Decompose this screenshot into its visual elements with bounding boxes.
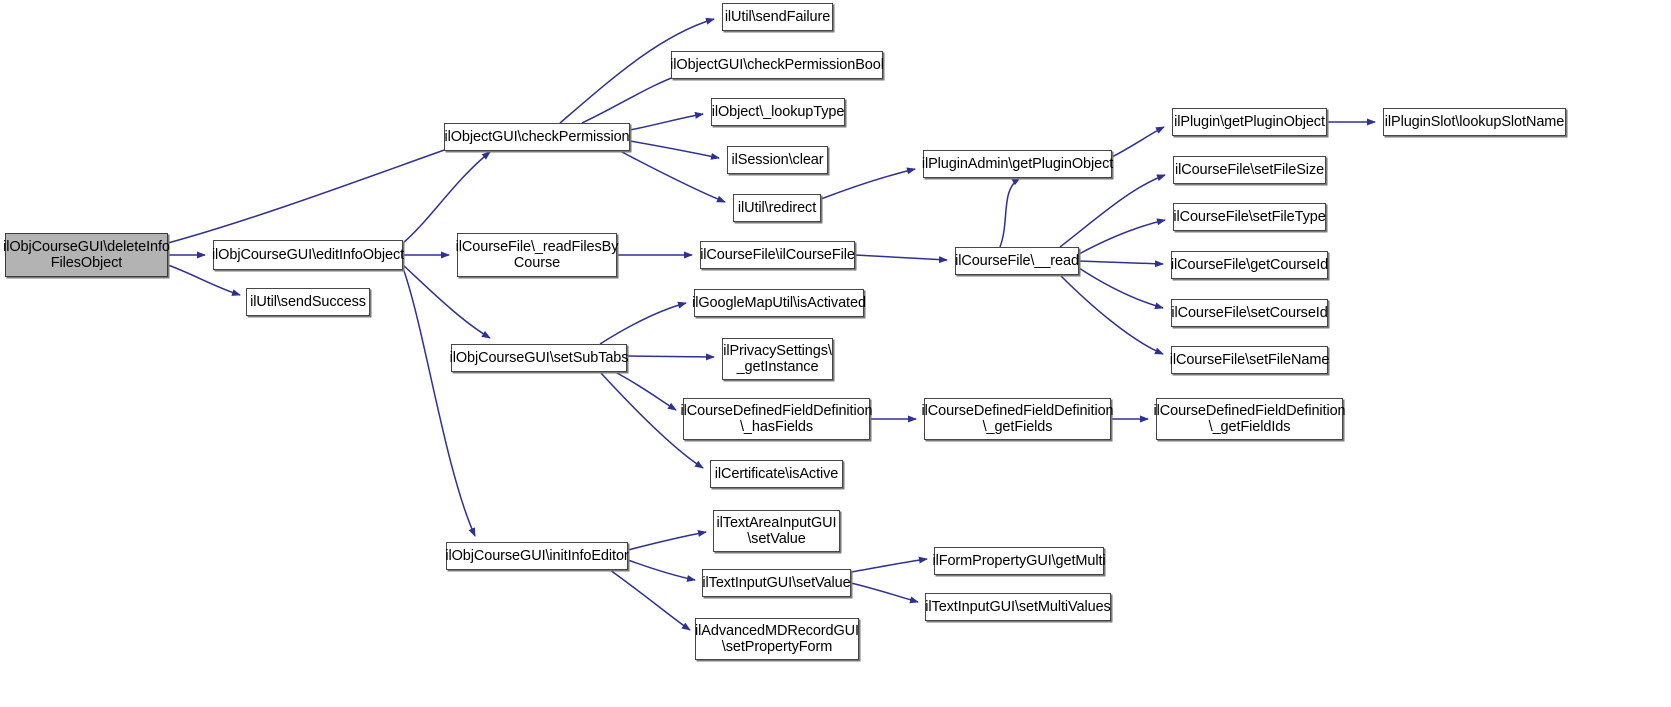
call-edge bbox=[599, 301, 687, 345]
graph-node-label: ilGoogleMapUtil\isActivated bbox=[692, 294, 866, 311]
graph-node-label: ilUtil\redirect bbox=[737, 199, 817, 216]
graph-node-label: ilCourseDefinedFieldDefinition \_hasFiel… bbox=[680, 402, 873, 435]
graph-node-label: ilPluginSlot\lookupSlotName bbox=[1384, 113, 1565, 130]
graph-node-label: ilSession\clear bbox=[731, 151, 824, 168]
call-edge bbox=[1059, 174, 1166, 248]
graph-node[interactable]: ilCourseFile\setFileSize bbox=[1173, 156, 1326, 184]
graph-node-label: ilObjCourseGUI\setSubTabs bbox=[449, 349, 629, 366]
graph-node[interactable]: ilObjectGUI\checkPermissionBool bbox=[670, 51, 884, 79]
graph-node[interactable]: ilUtil\sendFailure bbox=[722, 3, 833, 31]
graph-node-label: ilCourseFile\ilCourseFile bbox=[700, 246, 855, 263]
graph-node-label: ilCourseFile\setFileName bbox=[1169, 351, 1330, 368]
graph-node-label: ilTextAreaInputGUI \setValue bbox=[716, 514, 837, 547]
graph-node-label: ilObjectGUI\checkPermission bbox=[444, 128, 630, 145]
call-edge bbox=[1111, 126, 1165, 158]
graph-node-label: ilCourseFile\_readFilesBy Course bbox=[455, 238, 619, 271]
graph-node-label: ilUtil\sendFailure bbox=[724, 8, 831, 25]
graph-node[interactable]: ilCourseDefinedFieldDefinition \_getFiel… bbox=[921, 398, 1114, 440]
graph-node-label: ilUtil\sendSuccess bbox=[250, 293, 366, 310]
call-edge bbox=[629, 140, 720, 160]
graph-node[interactable]: ilAdvancedMDRecordGUI \setPropertyForm bbox=[695, 618, 859, 660]
call-edge bbox=[1078, 267, 1164, 310]
graph-node[interactable]: ilSession\clear bbox=[727, 146, 828, 174]
graph-node-label: ilCourseFile\getCourseId bbox=[1170, 256, 1329, 273]
call-edge bbox=[627, 530, 707, 551]
graph-node-label: ilFormPropertyGUI\getMulti bbox=[932, 552, 1106, 569]
graph-node-label: ilCertificate\isActive bbox=[714, 465, 839, 482]
graph-node[interactable]: ilCourseFile\setCourseId bbox=[1171, 299, 1328, 327]
graph-node-label: ilObjCourseGUI\deleteInfo FilesObject bbox=[3, 238, 170, 271]
graph-node[interactable]: ilCertificate\isActive bbox=[710, 460, 843, 488]
graph-node-label: ilCourseFile\__read bbox=[955, 252, 1079, 269]
call-edge bbox=[627, 559, 696, 582]
graph-node[interactable]: ilCourseFile\setFileType bbox=[1173, 203, 1326, 231]
graph-node[interactable]: ilTextAreaInputGUI \setValue bbox=[713, 510, 840, 552]
graph-node[interactable]: ilCourseFile\getCourseId bbox=[1171, 251, 1328, 279]
graph-node-label: ilPluginAdmin\getPluginObject bbox=[921, 155, 1114, 172]
graph-node[interactable]: ilCourseFile\_readFilesBy Course bbox=[456, 233, 618, 277]
graph-node[interactable]: ilCourseFile\__read bbox=[955, 247, 1079, 275]
graph-node-label: ilAdvancedMDRecordGUI \setPropertyForm bbox=[695, 622, 859, 655]
graph-node-label: ilCourseFile\setFileSize bbox=[1174, 161, 1325, 178]
graph-node[interactable]: ilPluginAdmin\getPluginObject bbox=[922, 150, 1113, 178]
call-edge bbox=[999, 177, 1021, 248]
graph-node-root[interactable]: ilObjCourseGUI\deleteInfo FilesObject bbox=[3, 233, 170, 277]
graph-node-label: ilPlugin\getPluginObject bbox=[1174, 113, 1325, 130]
graph-node[interactable]: ilCourseDefinedFieldDefinition \_hasFiel… bbox=[680, 398, 873, 440]
call-edge bbox=[629, 111, 704, 131]
call-edge bbox=[402, 151, 491, 244]
call-edge bbox=[850, 582, 919, 604]
graph-node[interactable]: ilTextInputGUI\setValue bbox=[702, 569, 851, 597]
call-edge bbox=[854, 254, 948, 264]
graph-node-label: ilObjCourseGUI\initInfoEditor bbox=[445, 547, 629, 564]
graph-node[interactable]: ilPlugin\getPluginObject bbox=[1172, 108, 1327, 136]
call-edge bbox=[1078, 218, 1166, 255]
graph-node[interactable]: ilCourseFile\setFileName bbox=[1170, 346, 1329, 374]
graph-node-label: ilPrivacySettings\ _getInstance bbox=[723, 342, 832, 375]
graph-node[interactable]: ilObject\_lookupType bbox=[711, 98, 845, 126]
graph-node[interactable]: ilFormPropertyGUI\getMulti bbox=[932, 547, 1106, 575]
graph-node-label: ilObject\_lookupType bbox=[711, 103, 845, 120]
graph-node-label: ilObjCourseGUI\editInfoObject bbox=[211, 246, 405, 263]
call-edge bbox=[1078, 260, 1164, 268]
call-edge bbox=[626, 353, 715, 361]
call-edge bbox=[820, 167, 916, 200]
graph-node[interactable]: ilObjCourseGUI\setSubTabs bbox=[450, 344, 629, 372]
call-edge bbox=[609, 569, 691, 631]
graph-node-label: ilCourseFile\setFileType bbox=[1173, 208, 1326, 225]
graph-node-label: ilTextInputGUI\setValue bbox=[702, 574, 851, 591]
graph-node[interactable]: ilCourseFile\ilCourseFile bbox=[700, 241, 855, 269]
call-edge bbox=[619, 150, 726, 203]
graph-node[interactable]: ilPluginSlot\lookupSlotName bbox=[1383, 108, 1566, 136]
call-edge bbox=[402, 267, 476, 537]
graph-node[interactable]: ilCourseDefinedFieldDefinition \_getFiel… bbox=[1153, 398, 1346, 440]
graph-node-label: ilTextInputGUI\setMultiValues bbox=[925, 598, 1111, 615]
graph-node-label: ilObjectGUI\checkPermissionBool bbox=[670, 56, 884, 73]
graph-node[interactable]: ilObjCourseGUI\editInfoObject bbox=[212, 240, 404, 270]
graph-node[interactable]: ilGoogleMapUtil\isActivated bbox=[692, 289, 866, 317]
call-edge bbox=[167, 140, 471, 244]
graph-node[interactable]: ilObjectGUI\checkPermission bbox=[444, 123, 630, 151]
graph-node[interactable]: ilPrivacySettings\ _getInstance bbox=[722, 338, 833, 380]
call-edge bbox=[850, 556, 928, 573]
call-edge bbox=[614, 371, 677, 411]
call-edge bbox=[581, 73, 683, 124]
graph-node[interactable]: ilObjCourseGUI\initInfoEditor bbox=[445, 542, 629, 570]
graph-node[interactable]: ilUtil\sendSuccess bbox=[246, 288, 370, 316]
graph-node-label: ilCourseDefinedFieldDefinition \_getFiel… bbox=[921, 402, 1114, 435]
call-edge bbox=[1059, 274, 1164, 355]
graph-node[interactable]: ilUtil\redirect bbox=[733, 194, 821, 222]
graph-node-label: ilCourseDefinedFieldDefinition \_getFiel… bbox=[1153, 402, 1346, 435]
graph-node[interactable]: ilTextInputGUI\setMultiValues bbox=[925, 593, 1111, 621]
graph-node-label: ilCourseFile\setCourseId bbox=[1171, 304, 1328, 321]
